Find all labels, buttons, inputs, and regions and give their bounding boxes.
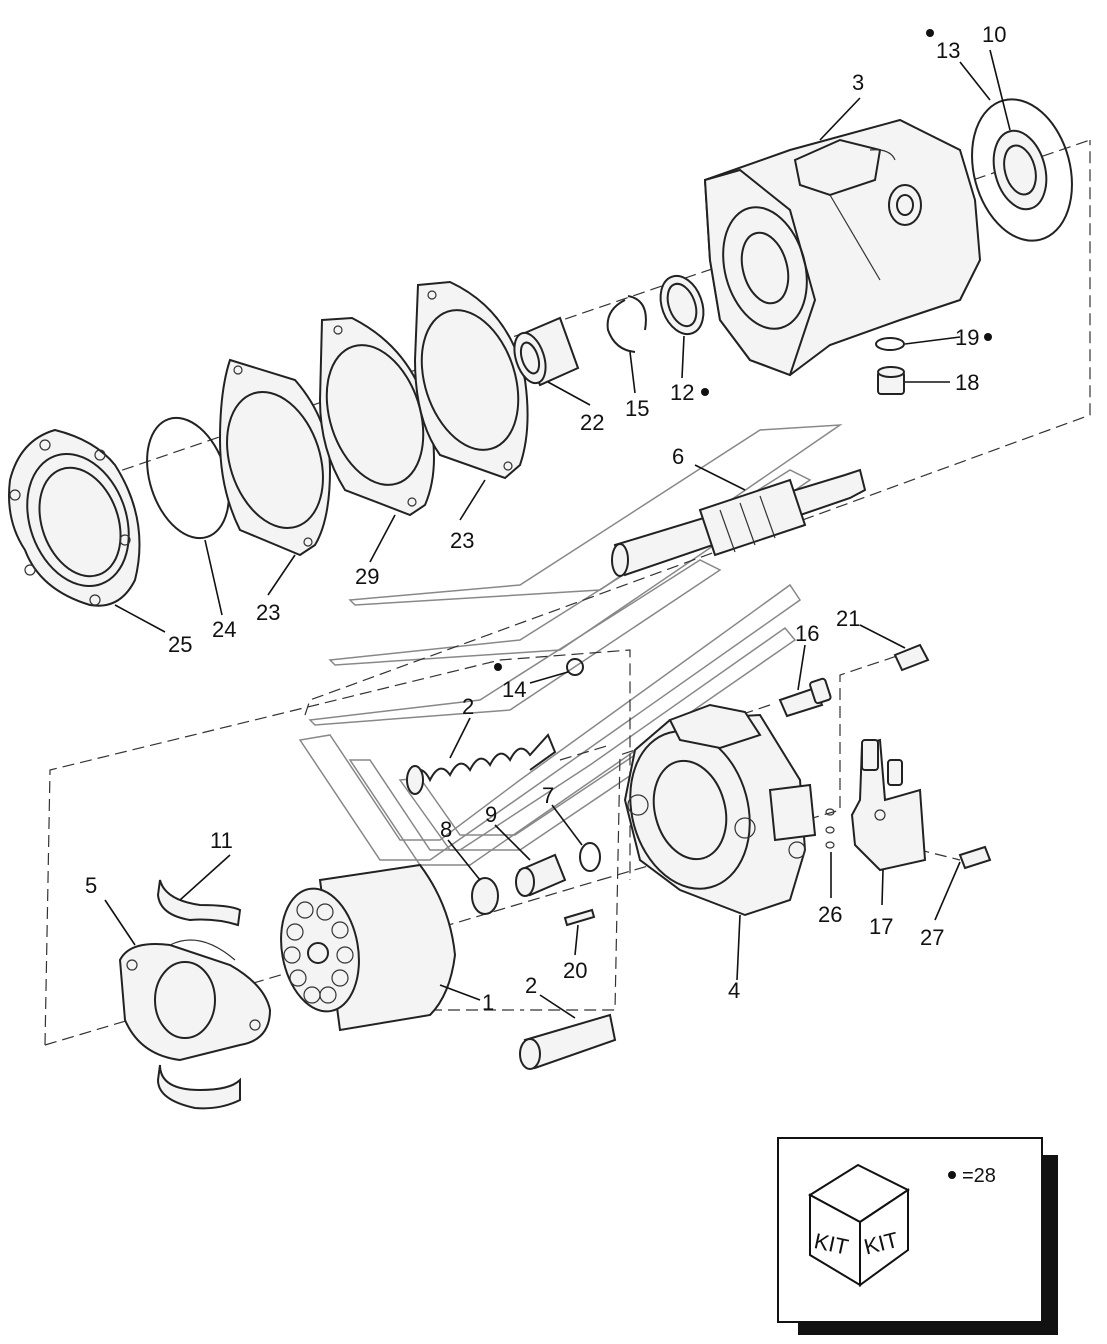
callout-9: 9 (485, 802, 497, 827)
part-snapring-15 (606, 295, 647, 353)
part-flange-25 (8, 428, 141, 607)
part-shells-11 (156, 879, 242, 1110)
callout-23b: 23 (450, 528, 474, 553)
callout-labels: 3 13 10 19 18 12 15 22 23 29 23 24 25 6 … (85, 22, 1006, 1015)
part-spring-2a (406, 733, 557, 795)
callout-19: 19 (955, 325, 979, 350)
callout-1: 1 (482, 990, 494, 1015)
callout-15: 15 (625, 396, 649, 421)
part-swashplate-5 (118, 939, 272, 1062)
callout-25: 25 (168, 632, 192, 657)
callout-23a: 23 (256, 600, 280, 625)
part-bearing-22 (513, 316, 580, 387)
callout-24: 24 (212, 617, 236, 642)
part-oring-14 (566, 658, 584, 676)
callout-5: 5 (85, 873, 97, 898)
callout-18: 18 (955, 370, 979, 395)
callout-12: 12 (670, 380, 694, 405)
callout-4: 4 (728, 978, 740, 1003)
part-bearing-9 (515, 853, 567, 897)
callout-13: 13 (936, 38, 960, 63)
part-shaft-6 (611, 468, 867, 577)
callout-20: 20 (563, 958, 587, 983)
kit-cube-icon: KIT KIT (808, 1163, 910, 1287)
callout-10: 10 (982, 22, 1006, 47)
part-bearing-10 (992, 129, 1048, 211)
callout-17: 17 (869, 914, 893, 939)
callout-14: 14 (502, 677, 526, 702)
part-housing-3 (703, 118, 982, 377)
part-piston-2b (519, 1013, 617, 1070)
part-valve-17 (850, 738, 927, 872)
part-ring-7 (579, 842, 601, 872)
kit-legend: KIT KIT =28 (777, 1137, 1058, 1335)
callout-8: 8 (440, 817, 452, 842)
part-orings-26 (825, 808, 835, 849)
callout-22: 22 (580, 410, 604, 435)
callout-16: 16 (795, 621, 819, 646)
callout-29: 29 (355, 564, 379, 589)
callout-2b: 2 (525, 973, 537, 998)
callout-2a: 2 (462, 694, 474, 719)
callout-3: 3 (852, 70, 864, 95)
part-gasket-23b (413, 280, 529, 480)
part-screw-27 (958, 845, 992, 870)
part-oring-19 (875, 337, 905, 351)
callout-11: 11 (210, 828, 233, 853)
part-screw-16 (778, 677, 832, 718)
part-plug-21 (893, 643, 930, 672)
part-seal-8 (471, 877, 499, 915)
part-seal-12 (659, 274, 705, 336)
part-endcap-4 (623, 703, 817, 917)
leader-lines (104, 49, 1011, 1019)
part-plug-18 (877, 366, 905, 395)
callout-27: 27 (920, 925, 944, 950)
callout-21: 21 (836, 606, 860, 631)
kit-legend-text: =28 (962, 1165, 996, 1187)
callout-6: 6 (672, 444, 684, 469)
callout-26: 26 (818, 902, 842, 927)
callout-7: 7 (542, 783, 554, 808)
part-cylinderblock-1 (280, 863, 457, 1032)
part-pin-20 (563, 908, 596, 927)
kit-dot-symbol (948, 1171, 956, 1179)
kit-dots (494, 29, 992, 671)
